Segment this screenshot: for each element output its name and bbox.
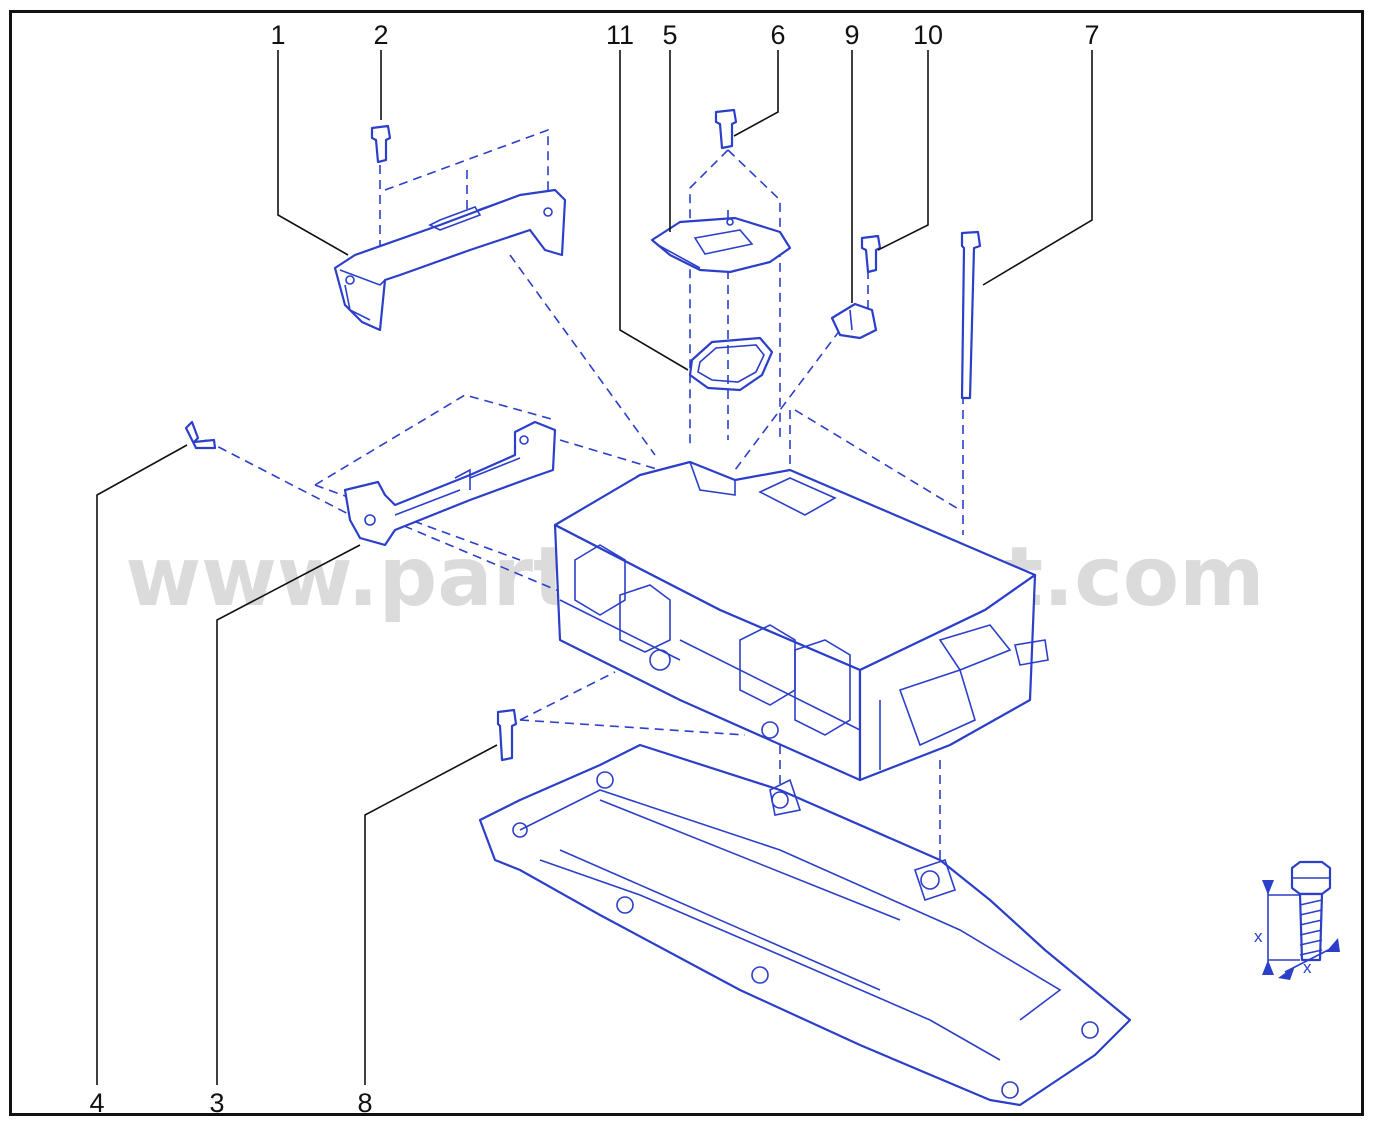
callout-3: 3 <box>209 1088 224 1118</box>
carrier-frame <box>478 743 1132 1107</box>
gasket-seal <box>688 336 774 392</box>
callout-11: 11 <box>606 20 634 50</box>
bolt-2 <box>370 124 392 164</box>
clip-9 <box>830 302 878 340</box>
long-bolt-7 <box>960 230 982 400</box>
callout-10: 10 <box>913 20 943 50</box>
dimension-label-height: x <box>1254 927 1263 946</box>
bracket-lower <box>343 420 557 547</box>
bolt-dimension-icon: x x <box>1254 860 1340 980</box>
bolt-10 <box>860 234 882 274</box>
leader-lines <box>96 50 1093 1085</box>
bracket-upper <box>333 188 567 332</box>
callout-labels: 1 2 3 4 5 6 7 8 9 10 11 <box>89 20 1099 1118</box>
bolt-6 <box>714 108 738 150</box>
cover-plate <box>650 216 792 274</box>
bolt-4 <box>184 420 217 450</box>
bolt-8 <box>496 708 518 762</box>
callout-1: 1 <box>270 20 285 50</box>
callout-9: 9 <box>844 20 859 50</box>
dimension-label-diameter: x <box>1303 958 1312 977</box>
callout-2: 2 <box>373 20 388 50</box>
callout-4: 4 <box>89 1088 104 1118</box>
callout-8: 8 <box>357 1088 372 1118</box>
power-module <box>553 460 1049 782</box>
callout-6: 6 <box>770 20 785 50</box>
diagram-frame <box>9 10 1364 1116</box>
callout-5: 5 <box>662 20 677 50</box>
callout-7: 7 <box>1084 20 1099 50</box>
